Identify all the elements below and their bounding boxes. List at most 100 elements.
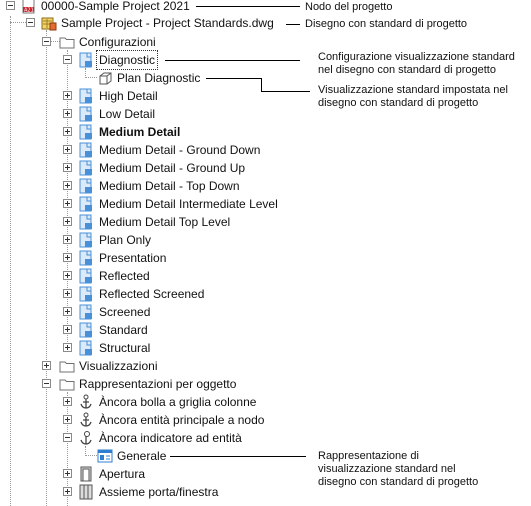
config-label: Presentation <box>99 251 167 265</box>
tree-row-project[interactable]: A21 00000-Sample Project 2021 <box>0 0 260 15</box>
config-label: Medium Detail - Ground Down <box>99 143 261 157</box>
tree-row-object[interactable]: Assieme porta/finestra <box>0 483 250 501</box>
tree-connector <box>85 77 97 78</box>
collapse-toggle[interactable] <box>42 37 51 46</box>
tree-row-object[interactable]: Apertura <box>0 465 250 483</box>
expand-toggle[interactable] <box>63 109 72 118</box>
tree-row-diagnostic[interactable]: Diagnostic <box>0 50 200 70</box>
expand-toggle[interactable] <box>63 343 72 352</box>
expand-toggle[interactable] <box>63 307 72 316</box>
collapse-toggle[interactable] <box>63 433 72 442</box>
callout-project-node: Nodo del progetto <box>305 1 393 13</box>
callout-display-set: Visualizzazione standard impostata nel d… <box>318 84 508 109</box>
drawing-standards-icon <box>41 15 57 31</box>
tree-row-config[interactable]: Structural <box>0 339 300 357</box>
expand-toggle[interactable] <box>63 469 72 478</box>
tree-connector <box>85 455 97 456</box>
diagnostic-label: Diagnostic <box>95 50 159 70</box>
expand-toggle[interactable] <box>63 181 72 190</box>
tree-row-config[interactable]: Medium Detail - Ground Up <box>0 159 300 177</box>
object-label: Apertura <box>99 467 146 481</box>
tree-row-config[interactable]: Reflected <box>0 267 300 285</box>
expand-toggle[interactable] <box>63 289 72 298</box>
plan-diagnostic-label: Plan Diagnostic <box>117 71 201 85</box>
door-window-assembly-icon <box>78 484 94 500</box>
expand-toggle[interactable] <box>63 397 72 406</box>
folder-label: Visualizzazioni <box>79 359 158 373</box>
callout-leader <box>170 456 306 457</box>
display-configuration-icon <box>78 142 94 158</box>
drawing-node-label: Sample Project - Project Standards.dwg <box>61 16 274 30</box>
tree-row-plan-diagnostic[interactable]: Plan Diagnostic <box>0 69 240 87</box>
tree-row-config[interactable]: Medium Detail Intermediate Level <box>0 195 300 213</box>
tree-row-rappresentazioni[interactable]: Rappresentazioni per oggetto <box>0 375 260 393</box>
expand-toggle[interactable] <box>63 145 72 154</box>
callout-leader <box>196 6 300 7</box>
tree-row-config[interactable]: Screened <box>0 303 300 321</box>
expand-toggle[interactable] <box>63 235 72 244</box>
collapse-toggle[interactable] <box>6 1 15 10</box>
folder-icon <box>59 358 75 374</box>
tree-row-generale[interactable]: Generale <box>0 447 200 465</box>
project-icon: A21 <box>21 0 37 14</box>
display-configuration-icon <box>78 106 94 122</box>
display-configuration-icon <box>78 88 94 104</box>
object-label: Assieme porta/finestra <box>99 485 219 499</box>
expand-toggle[interactable] <box>63 415 72 424</box>
config-label: Plan Only <box>99 233 152 247</box>
expand-toggle[interactable] <box>63 163 72 172</box>
tree-connector <box>46 30 47 506</box>
tree-row-config[interactable]: High Detail <box>0 87 300 105</box>
display-configuration-icon <box>78 196 94 212</box>
callout-display-config: Configurazione visualizzazione standard … <box>318 51 515 76</box>
config-label: Standard <box>99 323 148 337</box>
tree-row-config[interactable]: Presentation <box>0 249 300 267</box>
expand-toggle[interactable] <box>63 271 72 280</box>
folder-label: Configurazioni <box>79 35 156 49</box>
config-label: Structural <box>99 341 151 355</box>
tree-row-config[interactable]: Medium Detail <box>0 123 300 141</box>
display-configuration-icon <box>78 322 94 338</box>
tree-row-visualizzazioni[interactable]: Visualizzazioni <box>0 357 200 375</box>
tree-row-object[interactable]: Àncora indicatore ad entità <box>0 429 290 447</box>
expand-toggle[interactable] <box>63 253 72 262</box>
expand-toggle[interactable] <box>63 217 72 226</box>
anchor-icon <box>78 430 94 446</box>
collapse-toggle[interactable] <box>26 18 35 27</box>
callout-leader <box>206 78 262 79</box>
display-configuration-icon <box>78 160 94 176</box>
tree-row-object[interactable]: Àncora bolla a griglia colonne <box>0 393 290 411</box>
collapse-toggle[interactable] <box>63 55 72 64</box>
tree-row-config[interactable]: Medium Detail Top Level <box>0 213 300 231</box>
tree-row-config[interactable]: Medium Detail - Ground Down <box>0 141 300 159</box>
display-configuration-icon <box>78 124 94 140</box>
display-representation-icon <box>97 448 113 464</box>
tree-row-config[interactable]: Medium Detail - Top Down <box>0 177 300 195</box>
config-label: Medium Detail - Ground Up <box>99 161 246 175</box>
expand-toggle[interactable] <box>63 325 72 334</box>
object-label: Àncora entità principale a nodo <box>99 413 265 427</box>
collapse-toggle[interactable] <box>42 379 51 388</box>
tree-row-configurazioni[interactable]: Configurazioni <box>0 33 200 51</box>
tree-row-config[interactable]: Reflected Screened <box>0 285 300 303</box>
tree-row-drawing[interactable]: Sample Project - Project Standards.dwg <box>0 14 310 32</box>
folder-icon <box>59 376 75 392</box>
tree-row-config[interactable]: Standard <box>0 321 300 339</box>
tree-connector <box>67 392 68 506</box>
expand-toggle[interactable] <box>63 127 72 136</box>
expand-toggle[interactable] <box>63 199 72 208</box>
tree-row-object[interactable]: Àncora entità principale a nodo <box>0 411 290 429</box>
config-label: Screened <box>99 305 151 319</box>
expand-toggle[interactable] <box>63 91 72 100</box>
expand-toggle[interactable] <box>63 487 72 496</box>
display-configuration-icon <box>78 250 94 266</box>
expand-toggle[interactable] <box>42 361 51 370</box>
tree-row-config[interactable]: Low Detail <box>0 105 300 123</box>
object-label: Àncora bolla a griglia colonne <box>99 395 257 409</box>
object-label: Àncora indicatore ad entità <box>99 431 242 445</box>
project-node-label: 00000-Sample Project 2021 <box>41 0 190 13</box>
display-configuration-icon <box>78 232 94 248</box>
tree-row-config[interactable]: Plan Only <box>0 231 300 249</box>
display-configuration-icon <box>78 52 94 68</box>
anchor-icon <box>78 394 94 410</box>
